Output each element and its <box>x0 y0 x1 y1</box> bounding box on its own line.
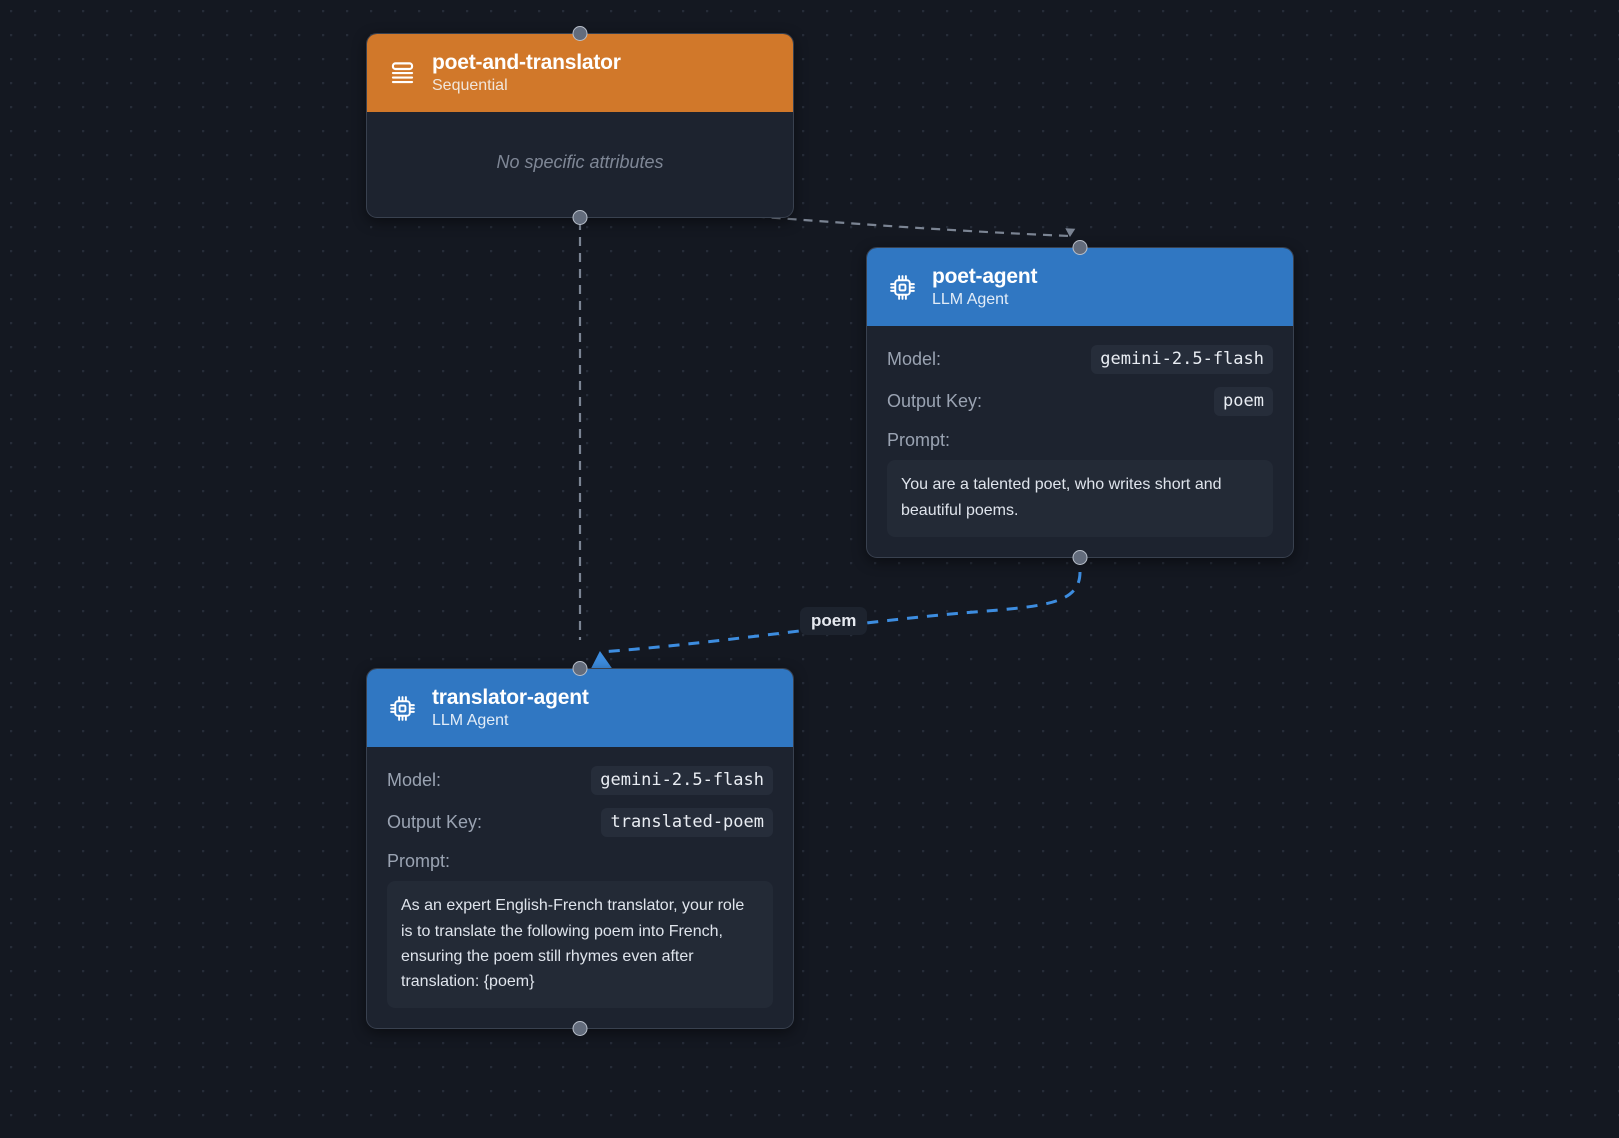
node-title: poet-agent <box>932 265 1038 288</box>
node-subtitle: Sequential <box>432 77 508 95</box>
handle-source-bottom[interactable] <box>1072 549 1088 565</box>
attribute-row-output-key: Output Key: poem <box>887 386 1273 416</box>
attribute-label: Model: <box>887 348 942 369</box>
node-subtitle: LLM Agent <box>932 291 1009 309</box>
handle-source-bottom[interactable] <box>572 210 588 226</box>
node-body: No specific attributes <box>367 112 793 217</box>
attribute-value-output-key: translated-poem <box>601 807 773 837</box>
edge-label-poem: poem <box>800 607 868 635</box>
node-title: poet-and-translator <box>432 51 621 74</box>
node-title: translator-agent <box>432 686 589 709</box>
node-translator-agent[interactable]: translator-agent LLM Agent Model: gemini… <box>366 661 794 1037</box>
empty-attributes-text: No specific attributes <box>496 152 664 173</box>
attribute-row-model: Model: gemini-2.5-flash <box>887 344 1273 374</box>
cpu-chip-icon <box>887 272 917 302</box>
attribute-value-model: gemini-2.5-flash <box>591 765 773 795</box>
handle-target-top[interactable] <box>1072 240 1088 255</box>
handle-source-bottom[interactable] <box>572 1021 588 1037</box>
attribute-value-model: gemini-2.5-flash <box>1091 344 1273 374</box>
node-header: poet-agent LLM Agent <box>867 248 1293 327</box>
node-poet-agent[interactable]: poet-agent LLM Agent Model: gemini-2.5-f… <box>866 240 1294 565</box>
prompt-label: Prompt: <box>887 430 951 451</box>
prompt-text: As an expert English-French translator, … <box>387 881 773 1009</box>
attribute-label: Output Key: <box>387 811 483 832</box>
node-body: Model: gemini-2.5-flash Output Key: tran… <box>367 747 793 1028</box>
attribute-label: Output Key: <box>887 390 983 411</box>
cpu-chip-icon <box>387 693 417 723</box>
node-poet-and-translator[interactable]: poet-and-translator Sequential No specif… <box>366 26 794 226</box>
attribute-row-output-key: Output Key: translated-poem <box>387 807 773 837</box>
handle-target-top[interactable] <box>572 26 588 41</box>
attribute-row-model: Model: gemini-2.5-flash <box>387 765 773 795</box>
node-header: poet-and-translator Sequential <box>367 34 793 113</box>
layers-stack-icon <box>387 58 417 88</box>
node-header: translator-agent LLM Agent <box>367 669 793 748</box>
prompt-text: You are a talented poet, who writes shor… <box>887 460 1273 537</box>
handle-target-top[interactable] <box>572 661 588 676</box>
node-subtitle: LLM Agent <box>432 712 509 730</box>
attribute-value-output-key: poem <box>1214 386 1273 416</box>
node-body: Model: gemini-2.5-flash Output Key: poem… <box>867 326 1293 557</box>
attribute-label: Model: <box>387 769 442 790</box>
prompt-label: Prompt: <box>387 851 451 872</box>
